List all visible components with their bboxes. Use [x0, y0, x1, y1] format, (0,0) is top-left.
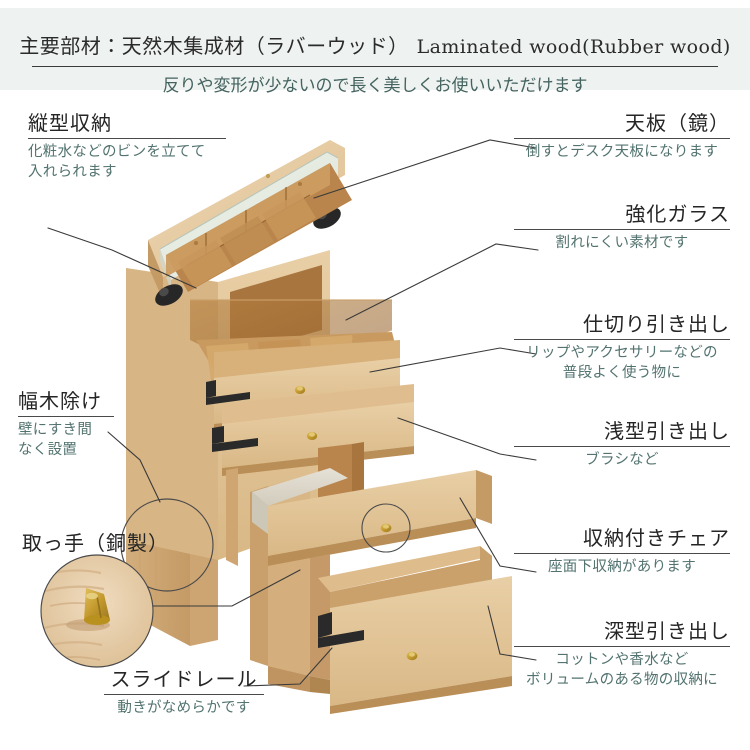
- leader-lines: [47, 139, 539, 687]
- label-desc-line: リップやアクセサリーなどの: [526, 345, 718, 361]
- leader-vertical-storage: [47, 227, 197, 289]
- label-desc: コットンや香水など ボリュームのある物の収納に: [514, 650, 730, 690]
- label-underline: [514, 339, 730, 340]
- label-underline: [514, 229, 730, 230]
- header-banner: 主要部材：天然木集成材（ラバーウッド） Laminated wood(Rubber…: [0, 8, 750, 96]
- label-title: 深型引き出し: [604, 619, 730, 643]
- label-title: 幅木除け: [18, 389, 102, 413]
- page-title: 主要部材：天然木集成材（ラバーウッド） Laminated wood(Rubber…: [0, 30, 750, 59]
- label-deep-drawer: 深型引き出し コットンや香水など ボリュームのある物の収納に: [514, 620, 730, 690]
- label-desc-line: 化粧水などのビンを立てて: [28, 144, 206, 160]
- brass-knob-deep-drawer: [406, 651, 418, 661]
- label-title: 収納付きチェア: [583, 526, 730, 550]
- label-desc-line: ボリュームのある物の収納に: [526, 672, 718, 688]
- label-divided-drawer: 仕切り引き出し リップやアクセサリーなどの 普段よく使う物に: [514, 313, 730, 383]
- label-top-board-mirror: 天板（鏡） 倒すとデスク天板になります: [514, 112, 730, 162]
- label-underline: [104, 694, 264, 695]
- leader-chair-storage: [459, 497, 537, 573]
- leader-deep-drawer: [487, 605, 537, 661]
- label-title: 取っ手（銅製）: [22, 531, 169, 555]
- label-title: 浅型引き出し: [604, 419, 730, 443]
- label-shallow-drawer: 浅型引き出し ブラシなど: [514, 420, 730, 470]
- label-desc-line: なく設置: [18, 442, 78, 458]
- label-vertical-storage: 縦型収納 化粧水などのビンを立てて 入れられます: [28, 112, 226, 182]
- brass-knob-shallow-drawer: [306, 432, 318, 440]
- compartment-tray: [166, 163, 352, 292]
- label-underline: [514, 553, 730, 554]
- label-desc-line: 動きがなめらかです: [117, 700, 251, 716]
- label-underline: [28, 138, 226, 139]
- leader-baseboard: [107, 431, 161, 503]
- deep-drawer: [318, 546, 512, 714]
- leader-tempered-glass: [345, 243, 539, 321]
- label-desc: 動きがなめらかです: [104, 698, 264, 718]
- knob-zoom-inset: [40, 554, 154, 668]
- brass-knob-divided-drawer: [294, 386, 306, 394]
- leader-knob-zoom: [152, 569, 301, 607]
- leader-slide-rail: [243, 647, 333, 687]
- chair: [250, 468, 512, 714]
- label-desc-line: 割れにくい素材です: [555, 235, 689, 251]
- label-title: スライドレール: [110, 667, 258, 691]
- label-baseboard-cutout: 幅木除け 壁にすき間 なく設置: [18, 390, 114, 460]
- label-desc-line: 壁にすき間: [18, 422, 93, 438]
- label-desc: 割れにくい素材です: [514, 233, 730, 253]
- label-desc-line: コットンや香水など: [555, 652, 689, 668]
- header-divider: [32, 66, 718, 67]
- leader-top-board-mirror: [313, 139, 537, 199]
- label-desc-line: 普段よく使う物に: [562, 365, 682, 381]
- label-desc-line: 入れられます: [28, 164, 117, 180]
- label-desc: 化粧水などのビンを立てて 入れられます: [28, 142, 226, 182]
- label-desc: ブラシなど: [514, 450, 730, 470]
- label-desc-line: ブラシなど: [585, 452, 659, 468]
- page-title-jp: 主要部材：天然木集成材（ラバーウッド）: [19, 34, 409, 58]
- label-handle-copper: 取っ手（銅製）: [22, 532, 182, 555]
- label-title: 強化ガラス: [625, 202, 730, 226]
- label-title: 天板（鏡）: [625, 111, 730, 135]
- chair-knob-circle-inset: [361, 503, 411, 553]
- label-desc: 座面下収納があります: [514, 557, 730, 577]
- label-title: 仕切り引き出し: [583, 312, 730, 336]
- label-underline: [514, 646, 730, 647]
- leader-shallow-drawer: [397, 417, 537, 461]
- label-desc: 壁にすき間 なく設置: [18, 420, 114, 460]
- leader-divided-drawer: [369, 347, 537, 373]
- baseboard-circle-inset: [120, 498, 214, 592]
- label-desc-line: 座面下収納があります: [548, 559, 696, 575]
- label-chair-with-storage: 収納付きチェア 座面下収納があります: [514, 527, 730, 577]
- header-subtitle: 反りや変形が少ないので長く美しくお使いいただけます: [162, 76, 588, 96]
- label-desc: リップやアクセサリーなどの 普段よく使う物に: [514, 343, 730, 383]
- label-underline: [514, 138, 730, 139]
- label-slide-rail: スライドレール 動きがなめらかです: [104, 668, 264, 718]
- brass-knob-chair-seat: [380, 523, 392, 533]
- page-title-en: Laminated wood(Rubber wood): [416, 36, 731, 58]
- label-tempered-glass: 強化ガラス 割れにくい素材です: [514, 203, 730, 253]
- label-desc-line: 倒すとデスク天板になります: [525, 144, 719, 160]
- label-underline: [514, 446, 730, 447]
- label-title: 縦型収納: [28, 111, 112, 135]
- label-underline: [18, 416, 114, 417]
- label-desc: 倒すとデスク天板になります: [514, 142, 730, 162]
